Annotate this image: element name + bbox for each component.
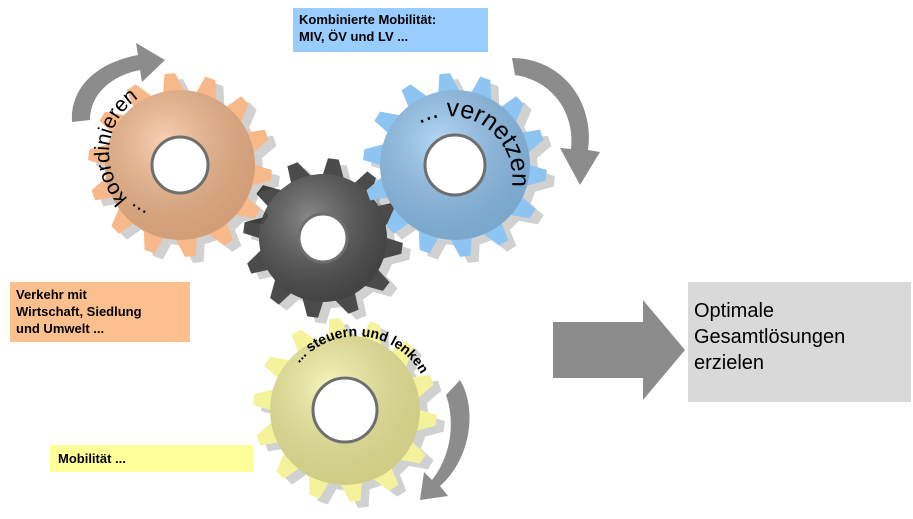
gear-hole [297, 212, 349, 264]
gear-hole [311, 376, 379, 444]
label-line: Mobilität ... [58, 451, 126, 466]
gear-hole [150, 135, 210, 195]
label-mobility: Mobilität ... [50, 445, 253, 472]
label-line: Wirtschaft, Siedlung [16, 304, 142, 319]
result-line: Gesamtlösungen [694, 326, 846, 348]
label-combined-mobility: Kombinierte Mobilität: MIV, ÖV und LV ..… [293, 8, 488, 52]
blue-gear [363, 73, 555, 263]
yellow-gear [253, 318, 445, 508]
label-line: MIV, ÖV und LV ... [299, 29, 409, 44]
gear-hole [423, 133, 487, 197]
label-line: Verkehr mit [16, 287, 87, 302]
label-line: und Umwelt ... [16, 321, 105, 336]
label-line: Kombinierte Mobilität: [299, 12, 437, 27]
orange-gear [88, 73, 280, 263]
result-line: Optimale [694, 300, 775, 322]
rotation-arrow-bottom-right [420, 380, 470, 500]
rotation-arrow-top-right [512, 58, 600, 185]
result-box: Optimale Gesamtlösungen erzielen [688, 282, 911, 402]
result-line: erzielen [694, 352, 765, 374]
grey-gear [243, 158, 411, 324]
label-traffic-economy: Verkehr mit Wirtschaft, Siedlung und Umw… [10, 282, 190, 342]
result-arrow [553, 300, 685, 400]
rotation-arrow-top-left [71, 43, 165, 122]
